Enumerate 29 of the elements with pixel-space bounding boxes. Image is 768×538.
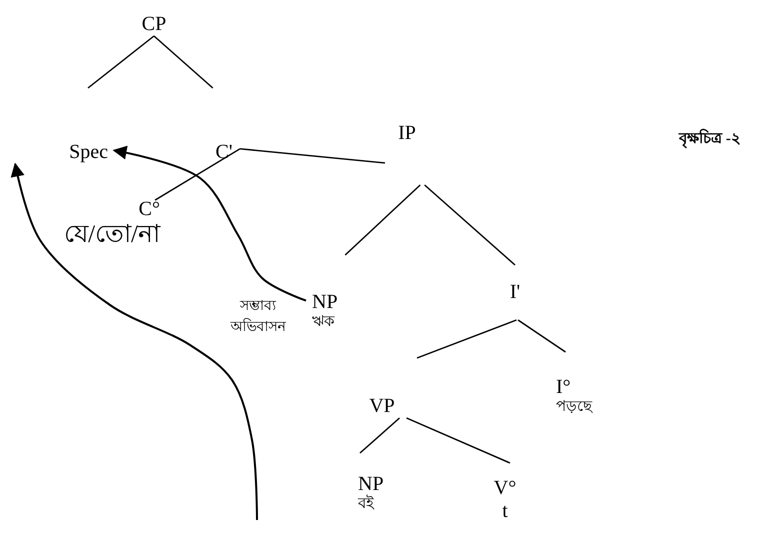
category-label: I' <box>508 281 522 304</box>
figure-title: বৃক্ষচিত্র -২ <box>660 128 760 150</box>
tree-branch-line <box>518 319 566 353</box>
category-label: CP <box>140 13 168 36</box>
tree-branch-line <box>406 417 510 464</box>
word-label: বই <box>358 496 376 513</box>
word-label: ঋক <box>312 314 336 331</box>
word-label: যে/তো/না <box>63 221 160 250</box>
tree-branch-line <box>424 184 516 266</box>
category-label: VP <box>368 395 396 418</box>
tree-branch-line <box>240 148 386 164</box>
tree-branch-line <box>154 35 214 89</box>
category-label: Spec <box>68 141 108 164</box>
category-label: NP <box>312 290 339 314</box>
tree-branch-line <box>416 319 517 359</box>
category-label: NP <box>358 472 385 495</box>
category-label: C° <box>138 198 160 221</box>
tree-branch-line <box>154 148 240 201</box>
word-label: t <box>501 500 509 523</box>
movement-arrow <box>10 162 258 520</box>
arrow-annotation: সম্ভাব্য অভিবাসন <box>229 298 287 337</box>
movement-arrow <box>112 146 306 302</box>
tree-branch-line <box>88 35 154 89</box>
word-label: পড়ছে <box>556 398 594 416</box>
tree-branch-line <box>360 417 400 454</box>
category-label: IP <box>397 122 417 145</box>
category-label: V° <box>492 477 518 500</box>
category-label: I° <box>556 376 572 399</box>
tree-branch-line <box>344 184 421 256</box>
